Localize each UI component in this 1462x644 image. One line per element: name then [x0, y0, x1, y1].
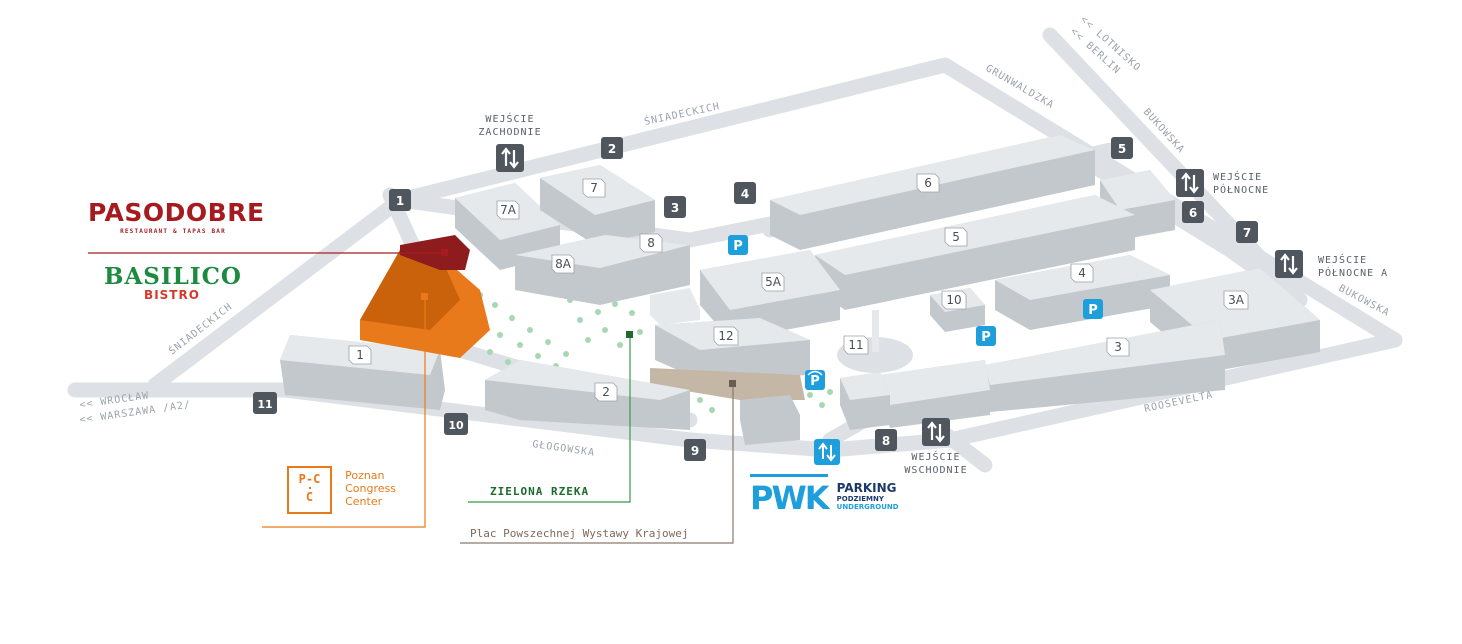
svg-text:P: P — [733, 239, 743, 254]
svg-text:10: 10 — [946, 293, 961, 307]
pwk-logo: PWK — [750, 474, 830, 517]
hall-label-7a[interactable]: 7A — [496, 200, 520, 220]
pwk-text: PARKING PODZIEMNY UNDERGROUND — [836, 480, 899, 511]
entrance-north-a-icon[interactable] — [1275, 250, 1303, 278]
parking-icon[interactable]: P — [728, 235, 748, 255]
entrance-east-label-2: WSCHODNIE — [904, 465, 967, 476]
hall-label-3[interactable]: 3 — [1106, 337, 1130, 357]
svg-text:7: 7 — [590, 181, 598, 195]
svg-text:P: P — [810, 374, 820, 389]
hall-label-8a[interactable]: 8A — [551, 254, 575, 274]
gate-marker-2[interactable]: 2 — [601, 137, 623, 159]
svg-text:4: 4 — [741, 187, 749, 201]
entrance-north-label-1: WEJŚCIE — [1213, 170, 1262, 183]
hall-label-10[interactable]: 10 — [941, 290, 967, 310]
hall-label-2[interactable]: 2 — [594, 382, 618, 402]
svg-text:8A: 8A — [555, 257, 572, 271]
hall-label-4[interactable]: 4 — [1070, 263, 1094, 283]
entrance-west-label-1: WEJŚCIE — [485, 112, 534, 125]
parking-entry-exit-icon[interactable] — [814, 439, 840, 465]
pasodobre-logo[interactable]: PASODOBRE RESTAURANT & TAPAS BAR — [88, 198, 265, 235]
basilico-name: BASILICO — [104, 263, 242, 290]
parking-icons: P P P P — [728, 235, 1103, 465]
svg-text:2: 2 — [608, 142, 616, 156]
legend-leader-lines — [88, 252, 734, 544]
svg-text:1: 1 — [396, 194, 404, 208]
entrance-north-label-2: PÓŁNOCNE — [1213, 183, 1269, 196]
gate-marker-7[interactable]: 7 — [1236, 221, 1258, 243]
basilico-logo[interactable]: BASILICO BISTRO — [104, 263, 242, 302]
svg-text:P: P — [981, 330, 991, 345]
pasodobre-name: PASODOBRE — [88, 198, 265, 227]
hall-label-3a[interactable]: 3A — [1223, 290, 1249, 310]
plac-label[interactable]: Plac Powszechnej Wystawy Krajowej — [470, 527, 689, 540]
hall-label-8[interactable]: 8 — [639, 233, 663, 253]
gate-marker-4[interactable]: 4 — [734, 182, 756, 204]
svg-text:6: 6 — [924, 176, 932, 190]
entrance-north-a-label-2: PÓŁNOCNE A — [1318, 266, 1388, 279]
underground-parking-icon[interactable]: P — [805, 370, 825, 390]
pwk-parking-logo[interactable]: PWK PARKING PODZIEMNY UNDERGROUND — [750, 474, 899, 517]
svg-text:5A: 5A — [765, 275, 782, 289]
pcc-text: Poznan Congress Center — [345, 469, 396, 508]
svg-text:6: 6 — [1189, 206, 1197, 220]
hall-label-12[interactable]: 12 — [713, 326, 739, 346]
hall-label-6[interactable]: 6 — [916, 173, 940, 193]
hall-label-7[interactable]: 7 — [582, 178, 606, 198]
entrance-east-label-1: WEJŚCIE — [911, 450, 960, 463]
svg-text:1: 1 — [356, 348, 364, 362]
svg-text:3A: 3A — [1228, 293, 1245, 307]
gate-marker-1[interactable]: 1 — [389, 189, 411, 211]
basilico-sub: BISTRO — [144, 288, 200, 302]
hall-label-11[interactable]: 11 — [843, 335, 869, 355]
svg-text:8: 8 — [882, 434, 890, 448]
svg-text:4: 4 — [1078, 266, 1086, 280]
svg-text:7A: 7A — [500, 203, 517, 217]
gate-marker-5[interactable]: 5 — [1111, 137, 1133, 159]
svg-text:5: 5 — [952, 230, 960, 244]
hall-label-5[interactable]: 5 — [944, 227, 968, 247]
entrance-icons — [496, 144, 1303, 446]
gate-markers: 1 2 3 4 5 6 7 8 9 10 11 — [253, 137, 1258, 461]
entrance-west-label-2: ZACHODNIE — [478, 127, 541, 138]
svg-text:P: P — [1088, 303, 1098, 318]
svg-text:11: 11 — [848, 338, 863, 352]
pcc-logo[interactable]: P-C C Poznan Congress Center — [287, 466, 396, 514]
entrance-west-icon[interactable] — [496, 144, 524, 172]
entrance-east-icon[interactable] — [922, 418, 950, 446]
gate-marker-10[interactable]: 10 — [444, 413, 468, 435]
gate-marker-6[interactable]: 6 — [1182, 201, 1204, 223]
svg-text:3: 3 — [671, 201, 679, 215]
entrance-north-a-label-1: WEJŚCIE — [1318, 253, 1367, 266]
gate-marker-11[interactable]: 11 — [253, 392, 277, 414]
zielona-rzeka-label[interactable]: ZIELONA RZEKA — [490, 485, 590, 498]
svg-text:11: 11 — [257, 398, 272, 411]
hall-label-5a[interactable]: 5A — [761, 272, 785, 292]
svg-text:5: 5 — [1118, 142, 1126, 156]
gate-marker-3[interactable]: 3 — [664, 196, 686, 218]
svg-text:10: 10 — [448, 419, 464, 432]
svg-text:8: 8 — [647, 236, 655, 250]
svg-text:2: 2 — [602, 385, 610, 399]
hall-label-1[interactable]: 1 — [348, 345, 372, 365]
svg-text:3: 3 — [1114, 340, 1122, 354]
svg-text:9: 9 — [691, 444, 699, 458]
gate-marker-8[interactable]: 8 — [875, 429, 897, 451]
svg-text:12: 12 — [718, 329, 733, 343]
hall-labels: 7A 7 8 8A 6 5 5A 4 10 12 11 3A 3 2 1 — [348, 173, 1249, 402]
entrance-north-icon[interactable] — [1176, 169, 1204, 197]
parking-icon[interactable]: P — [976, 326, 996, 346]
street-glogowska: GŁOGOWSKA — [532, 439, 596, 459]
svg-text:7: 7 — [1243, 226, 1251, 240]
parking-icon[interactable]: P — [1083, 299, 1103, 319]
pcc-mark: P-C C — [287, 466, 332, 514]
gate-marker-9[interactable]: 9 — [684, 439, 706, 461]
pasodobre-tagline: RESTAURANT & TAPAS BAR — [120, 228, 226, 235]
